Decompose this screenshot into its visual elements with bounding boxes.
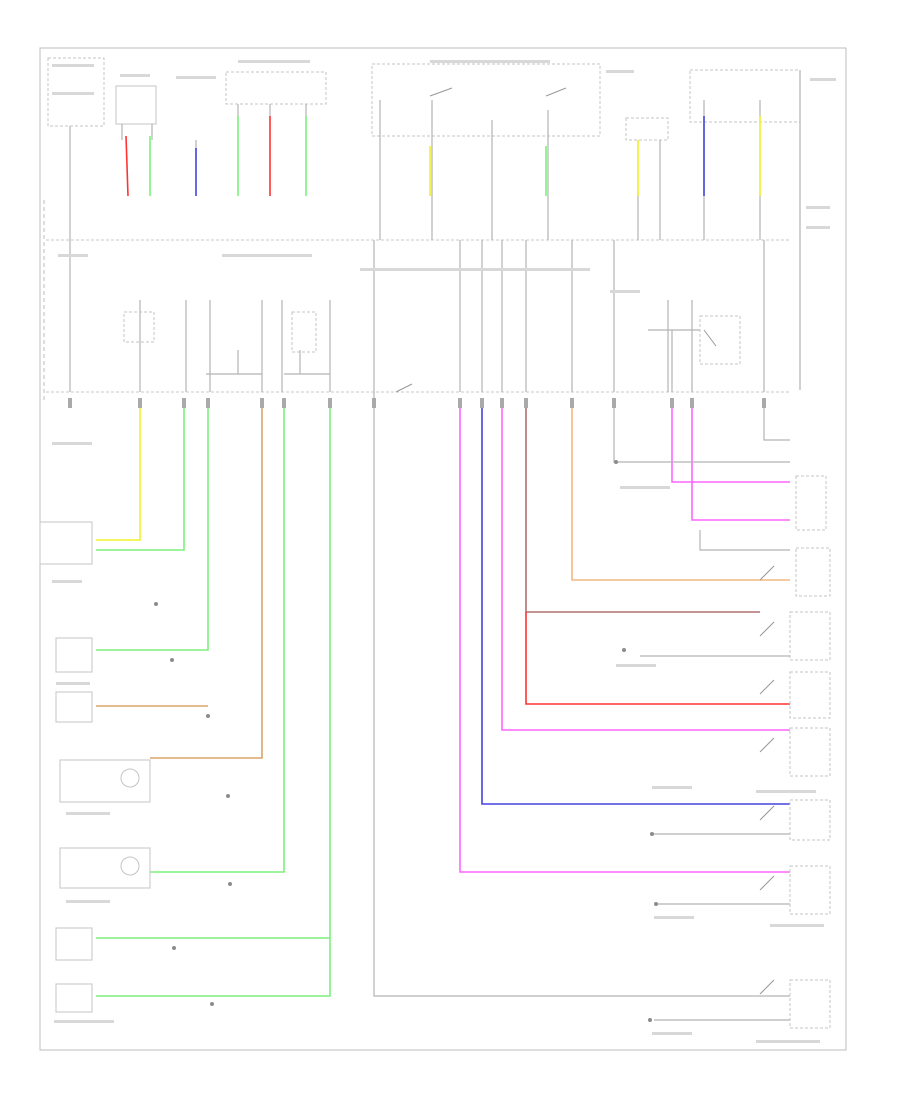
brake-switch: [789, 979, 831, 1029]
right-rear-side-lamp: [55, 983, 93, 1013]
faded-labels: [52, 60, 836, 1043]
ground-connector-box: [625, 117, 669, 141]
ground-icon: [650, 832, 654, 836]
right-turn-relay-box: [291, 311, 317, 353]
wire-green-right-headlamp: [150, 400, 285, 873]
ground-icon: [226, 794, 230, 798]
right-rear-door-switch: [789, 727, 831, 777]
combination-switch-box: [225, 71, 327, 105]
ground-icon: [170, 658, 174, 662]
left-rear-side-lamp: [55, 691, 93, 723]
ground-icon: [622, 648, 626, 652]
wire-mid-junctions: [206, 329, 700, 392]
diagram-border: [39, 47, 847, 1051]
ground-icon: [648, 1018, 652, 1022]
wire-red-3: [525, 612, 790, 705]
left-headlamp: [59, 759, 151, 803]
wire-top-stubs: [69, 70, 801, 440]
left-turn-relay-box: [123, 311, 155, 343]
ground-icon: [154, 602, 158, 606]
hot-at-all-times-fuse-box: [47, 57, 105, 127]
liftgate-glass-switch: [789, 671, 831, 719]
wire-orange-1: [571, 400, 790, 581]
liftgate-switch: [789, 611, 831, 661]
right-tail-lamp: [55, 927, 93, 961]
wire-red-1: [125, 135, 129, 197]
ground-icon: [210, 1002, 214, 1006]
bus-connector-pins: [68, 398, 766, 408]
wire-gray-right-grounds: [613, 400, 790, 1021]
wire-pink-3: [671, 400, 790, 521]
wire-tan-left-rear: [150, 400, 263, 759]
right-headlamp-bulb-icon: [120, 856, 140, 876]
wire-gray-return: [373, 440, 790, 997]
passenger-fuse-block: [115, 85, 157, 125]
multifunction-switch-box: [371, 63, 601, 137]
ground-icon: [206, 714, 210, 718]
wire-yellow-trailer: [96, 400, 141, 541]
wire-green-trailer: [96, 400, 185, 551]
left-door-switch: [795, 475, 827, 531]
driver-door-switch: [789, 865, 831, 915]
wire-green-left-tail: [96, 400, 209, 651]
ground-icon: [614, 460, 618, 464]
ground-icon: [228, 882, 232, 886]
trailer-socket: [39, 521, 93, 565]
left-tail-lamp: [55, 637, 93, 673]
switch-contacts: [395, 87, 775, 995]
relay-box-right: [689, 69, 801, 123]
wire-blue-3: [481, 400, 790, 805]
wire-pink-1: [459, 400, 790, 873]
passenger-door-switch: [789, 799, 831, 841]
ground-icon: [172, 946, 176, 950]
wire-green-right-tail: [96, 400, 331, 997]
switch-relay-box: [699, 315, 741, 365]
ground-icon: [654, 902, 658, 906]
wire-pink-2: [501, 400, 790, 731]
right-headlamp: [59, 847, 151, 889]
left-headlamp-bulb-icon: [120, 768, 140, 788]
front-door-switch: [795, 547, 831, 597]
